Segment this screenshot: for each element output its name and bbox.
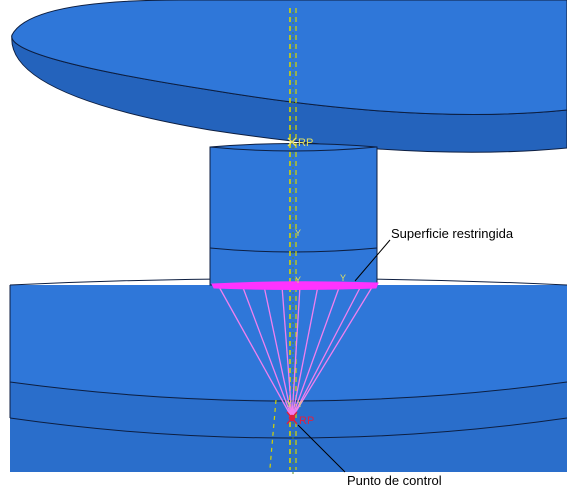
axis-mark: Y bbox=[295, 228, 301, 238]
specimen-cylinder[interactable] bbox=[209, 143, 378, 286]
specimen-top-edge bbox=[209, 146, 378, 152]
reference-cross-icon bbox=[286, 411, 298, 425]
constrained-surface-label: Superficie restringida bbox=[391, 226, 514, 241]
control-point[interactable]: RP bbox=[286, 411, 314, 427]
reference-cross-icon bbox=[287, 137, 297, 147]
specimen-ring-edge bbox=[209, 247, 378, 253]
control-leader-line bbox=[297, 424, 346, 473]
reference-point-top[interactable]: RP bbox=[287, 137, 313, 149]
control-point-label: Punto de control bbox=[347, 473, 442, 488]
base-mid-edge bbox=[9, 381, 567, 402]
coupling-lines bbox=[217, 283, 375, 419]
surface-leader-line bbox=[354, 239, 391, 282]
axis-mark: Y bbox=[286, 399, 292, 409]
rp-top-label: RP bbox=[298, 137, 313, 149]
axis-mark: Y bbox=[340, 273, 346, 283]
rp-bottom-label: RP bbox=[299, 415, 314, 427]
base-bottom-edge bbox=[9, 417, 567, 439]
axis-mark: Y bbox=[297, 399, 303, 409]
axis-mark: Y bbox=[295, 275, 301, 285]
base-lower-band bbox=[10, 382, 567, 472]
constrained-surface[interactable] bbox=[211, 281, 379, 290]
axis-marks: Y Y Y Y Y bbox=[286, 228, 346, 409]
